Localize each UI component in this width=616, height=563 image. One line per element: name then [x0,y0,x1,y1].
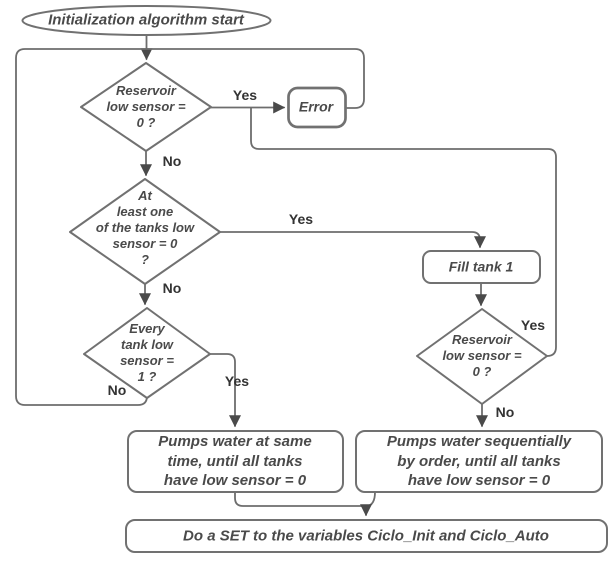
decision-atleastone-line2: least one [116,204,174,219]
error-label: Error [298,98,334,115]
pumpseq-shape [355,430,603,493]
decision-everytank-line1: Every [129,321,165,336]
pumpsame-line1: Pumps water at same [158,432,312,450]
pumpseq-line3: have low sensor = 0 [407,471,551,489]
decision-reservoir1-shape [80,62,212,152]
decision-everytank-line3: sensor = [120,353,174,368]
edge-atleastone-yes-to-filltank [219,231,486,249]
decision-reservoir2-label: Reservoir low sensor = 0 ? [442,332,521,380]
decision-atleastone-line5: ? [141,252,149,267]
pumpsame-line3: have low sensor = 0 [163,471,307,489]
edge-everytank-yes-to-pumpsame [209,353,241,428]
edge-everytank-no-loop-to-error [15,48,365,406]
start-terminator-shape [21,5,272,36]
decision-reservoir1-line3: 0 ? [136,115,156,130]
pumpsame-line2: time, until all tanks [167,452,303,470]
decision-atleastone-line3: of the tanks low [95,220,195,235]
decision-reservoir2-line3: 0 ? [472,364,492,379]
filltank-label: Fill tank 1 [448,258,514,275]
pumpseq-label: Pumps water sequentially by order, until… [387,432,571,491]
decision-reservoir1-line1: Reservoir [116,83,176,98]
decision-reservoir2-shape [416,308,548,405]
edge-label-atleastone-yes: Yes [288,211,314,227]
decision-atleastone-line4: sensor = 0 [112,236,178,251]
decision-everytank-shape [83,307,211,399]
set-label: Do a SET to the variables Ciclo_Init and… [183,527,549,545]
decision-reservoir2-line2: low sensor = [442,348,522,363]
pumpsame-label: Pumps water at same time, until all tank… [158,432,311,491]
decision-atleastone-shape [69,178,221,285]
filltank-shape [422,250,541,284]
edge-pumpsame-to-set [234,491,367,507]
pumpsame-shape [127,430,344,493]
decision-reservoir2-line1: Reservoir [452,332,512,347]
edge-pumpseq-to-set [366,491,376,507]
edge-label-reservoir1-no: No [162,153,182,169]
decision-reservoir1-line2: low sensor = [106,99,186,114]
decision-everytank-line4: 1 ? [137,369,157,384]
decision-everytank-line2: tank low [120,337,173,352]
error-shape [287,86,347,129]
edge-reservoir2-yes-return-to-error [250,107,557,357]
decision-everytank-label: Every tank low sensor = 1 ? [120,321,174,385]
start-terminator-label: Initialization algorithm start [48,11,244,29]
edge-label-reservoir1-yes: Yes [232,87,258,103]
pumpseq-line1: Pumps water sequentially [386,432,572,450]
decision-atleastone-line1: At [138,188,152,203]
decision-reservoir1-label: Reservoir low sensor = 0 ? [106,83,185,131]
set-shape [125,519,608,553]
pumpseq-line2: by order, until all tanks [397,452,561,470]
edge-label-reservoir2-no: No [495,404,515,420]
edge-label-everytank-no: No [107,382,127,398]
edge-label-everytank-yes: Yes [224,373,250,389]
edge-label-atleastone-no: No [162,280,182,296]
decision-atleastone-label: At least one of the tanks low sensor = 0… [96,188,194,268]
edge-label-reservoir2-yes: Yes [520,317,546,333]
